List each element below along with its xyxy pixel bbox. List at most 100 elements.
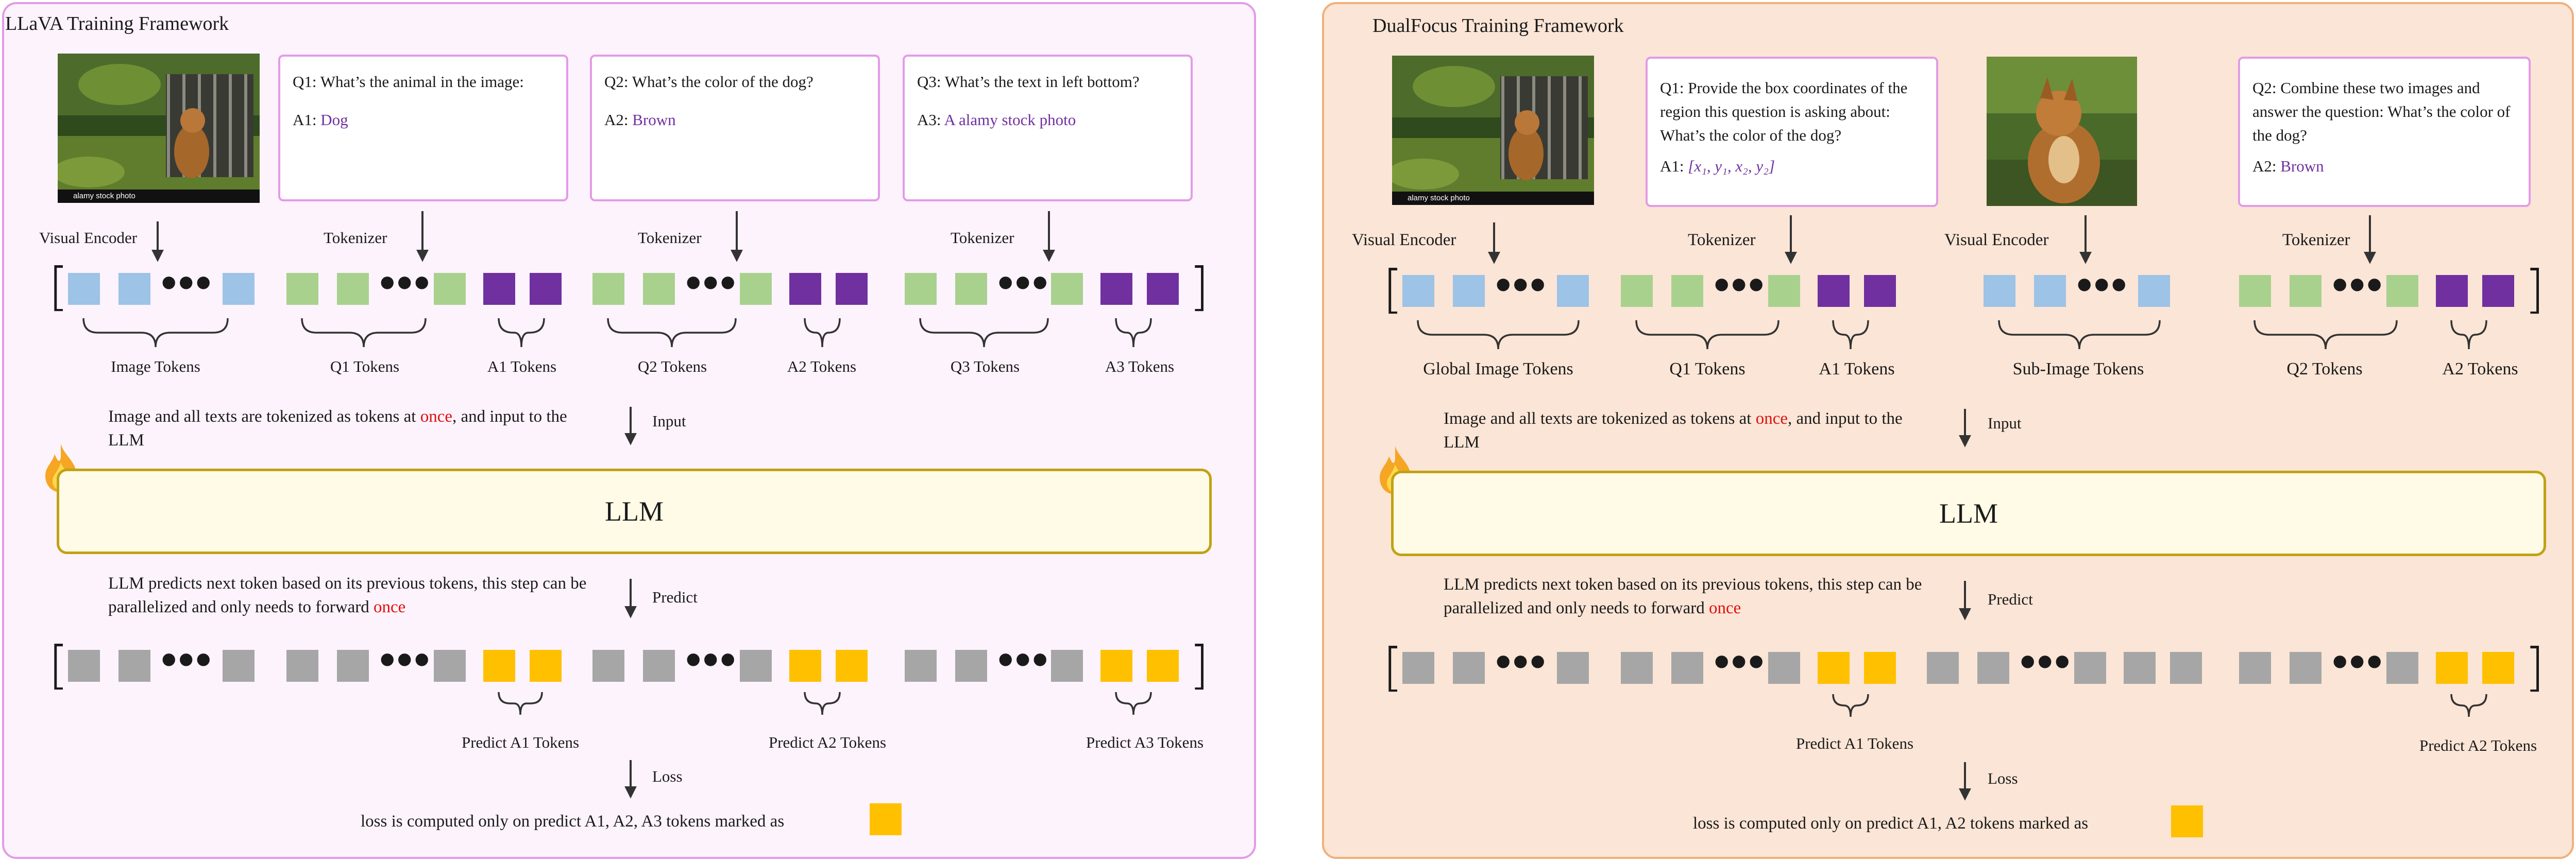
token	[2436, 652, 2468, 684]
token	[2170, 652, 2202, 684]
ellipsis: •••	[1495, 636, 1547, 687]
token	[337, 650, 369, 682]
token	[1051, 273, 1083, 305]
ellipsis: •••	[161, 257, 213, 308]
token	[955, 650, 987, 682]
llm-label: LLM	[1939, 498, 1998, 529]
token	[1864, 275, 1896, 307]
ellipsis: •••	[379, 634, 431, 685]
token	[1621, 652, 1653, 684]
predict-label: Predict	[1988, 590, 2033, 608]
q3-text: Q3: What’s the text in left bottom?	[917, 73, 1140, 91]
loss-label: Loss	[1988, 769, 2018, 787]
group-label-q2: Q2 Tokens	[2286, 359, 2363, 378]
tokenizer-label-3: Tokenizer	[951, 229, 1014, 247]
visual-encoder-label-2: Visual Encoder	[1944, 231, 2049, 249]
ellipsis: •••	[379, 257, 431, 308]
token	[1100, 650, 1132, 682]
ellipsis: •••	[997, 634, 1049, 685]
left-close-bracket: ]	[2524, 259, 2545, 319]
token	[905, 650, 937, 682]
q1-box: Q1: What’s the animal in the image: A1: …	[278, 55, 568, 201]
token	[1557, 275, 1589, 307]
group-label-a1: A1 Tokens	[1819, 359, 1895, 378]
group-label-a2: A2 Tokens	[787, 357, 857, 375]
a1-prefix: A1:	[293, 111, 321, 129]
tokenize-description: Image and all texts are tokenized as tok…	[1444, 409, 1903, 452]
token	[955, 273, 987, 305]
q2-text: Q2: Combine these two images and answer …	[2252, 79, 2511, 144]
tokenizer-label-2: Tokenizer	[638, 229, 702, 247]
ellipsis: •••	[2332, 636, 2384, 687]
tokenizer-label-2: Tokenizer	[2282, 231, 2350, 249]
token	[2482, 652, 2514, 684]
a3-answer: A alamy stock photo	[944, 111, 1076, 129]
token	[118, 650, 150, 682]
token	[740, 650, 772, 682]
group-label-a1: A1 Tokens	[487, 357, 557, 375]
llm-block: LLM	[57, 469, 1212, 554]
llm-label: LLM	[605, 496, 664, 527]
q2-box: Q2: Combine these two images and answer …	[2238, 57, 2531, 207]
left-open-bracket: [	[1383, 259, 1403, 319]
group-label-a3: A3 Tokens	[1105, 357, 1175, 375]
a3-prefix: A3:	[917, 111, 944, 129]
token	[1768, 652, 1800, 684]
a2-prefix: A2:	[2252, 157, 2281, 175]
token	[434, 273, 466, 305]
once-highlight: once	[420, 407, 452, 426]
token	[286, 650, 318, 682]
predict-group-label-a3: Predict A3 Tokens	[1086, 733, 1204, 751]
dog-photo-art	[58, 54, 260, 203]
llm-block: LLM	[1391, 471, 2546, 556]
token	[1147, 273, 1179, 305]
ellipsis: •••	[685, 257, 737, 308]
token	[643, 650, 675, 682]
token	[592, 650, 624, 682]
group-label-a2: A2 Tokens	[2442, 359, 2518, 378]
tokenizer-label-1: Tokenizer	[324, 229, 387, 247]
a1-prefix: A1:	[1660, 157, 1688, 175]
token	[592, 273, 624, 305]
token	[789, 273, 821, 305]
token	[1977, 652, 2009, 684]
llava-title: LLaVA Training Framework	[5, 13, 229, 35]
token	[1818, 275, 1850, 307]
input-label: Input	[652, 412, 686, 430]
loss-label: Loss	[652, 767, 683, 785]
group-label-q1: Q1 Tokens	[330, 357, 400, 375]
tokenizer-label-1: Tokenizer	[1688, 231, 1756, 249]
token	[1671, 275, 1703, 307]
token	[68, 273, 100, 305]
a2-answer: Brown	[2280, 157, 2324, 175]
photo-watermark: alamy stock photo	[1392, 192, 1594, 205]
token	[1768, 275, 1800, 307]
dog-photo-global: alamy stock photo	[58, 54, 260, 203]
ellipsis: •••	[2332, 260, 2384, 311]
group-label-q3: Q3 Tokens	[950, 357, 1020, 375]
dog-photo-art	[1392, 56, 1594, 205]
visual-encoder-label: Visual Encoder	[39, 229, 138, 247]
token	[1453, 275, 1485, 307]
token	[836, 650, 868, 682]
input-label: Input	[1988, 414, 2022, 432]
left-close-bracket: ]	[1189, 256, 1210, 317]
token	[483, 650, 515, 682]
token	[118, 273, 150, 305]
q2-box: Q2: What’s the color of the dog? A2: Bro…	[590, 55, 880, 201]
loss-description: loss is computed only on predict A1, A2 …	[1693, 814, 2089, 833]
token	[2034, 275, 2066, 307]
ellipsis: •••	[161, 634, 213, 685]
dog-crop-art	[1987, 57, 2137, 206]
group-label-global-image: Global Image Tokens	[1423, 359, 1573, 378]
predict-description: LLM predicts next token based on its pre…	[1444, 575, 1922, 617]
token	[1147, 650, 1179, 682]
token	[483, 273, 515, 305]
once-highlight: once	[1755, 409, 1788, 428]
token	[2239, 652, 2271, 684]
token	[836, 273, 868, 305]
token	[2436, 275, 2468, 307]
predict-group-label-a1: Predict A1 Tokens	[1795, 734, 1914, 752]
token	[1927, 652, 1959, 684]
loss-legend-swatch	[2171, 805, 2203, 837]
